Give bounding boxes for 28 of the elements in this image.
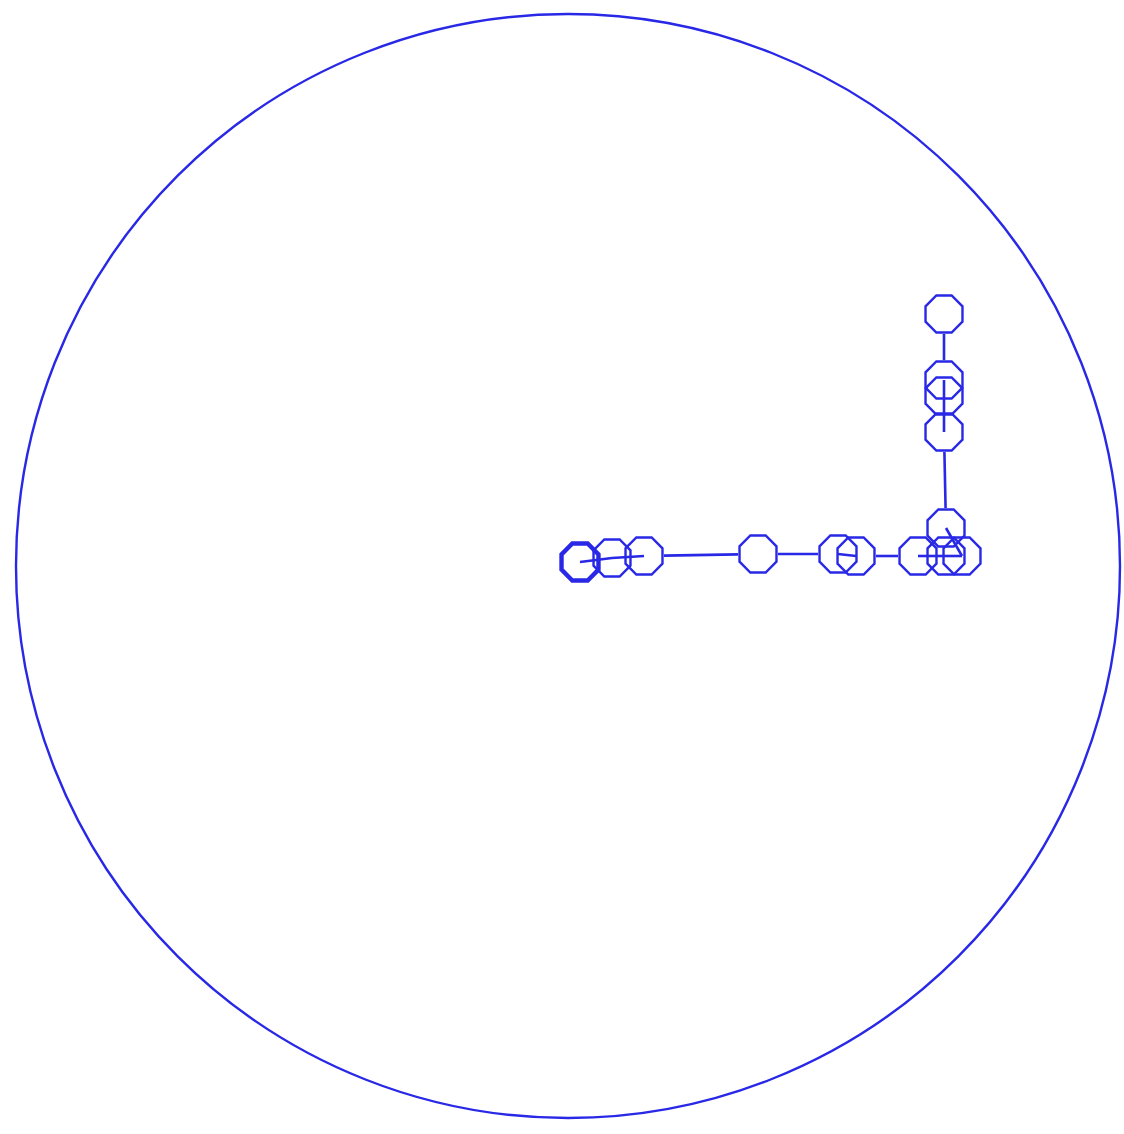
octagon-marker: [738, 534, 778, 574]
connector-line: [942, 334, 946, 360]
connector-line: [944, 527, 964, 557]
octagon-marker: [624, 536, 664, 576]
connector-line: [918, 554, 946, 558]
connector-line: [942, 396, 946, 432]
octagon-marker: [924, 294, 964, 334]
octagon-marker: [926, 508, 966, 548]
connector-line: [611, 554, 645, 560]
connector-line: [778, 552, 818, 556]
octagon-marker: [898, 536, 938, 576]
connector-line: [876, 554, 898, 558]
octagon-marker: [592, 538, 632, 578]
connector-line: [837, 552, 857, 558]
boundary-circle: [16, 14, 1120, 1118]
connector-line: [942, 380, 946, 396]
connector-line: [943, 451, 947, 509]
octagon-marker: [924, 376, 964, 416]
connector-line: [663, 553, 739, 557]
octagon-marker: [924, 412, 964, 452]
octagon-marker: [836, 536, 876, 576]
octagon-marker: [942, 536, 982, 576]
octagon-marker: [924, 360, 964, 400]
octagon-marker: [926, 536, 966, 576]
octagon-marker: [818, 534, 858, 574]
connector-line: [579, 556, 613, 564]
connector-line: [946, 554, 962, 558]
octagon-marker: [560, 542, 600, 582]
